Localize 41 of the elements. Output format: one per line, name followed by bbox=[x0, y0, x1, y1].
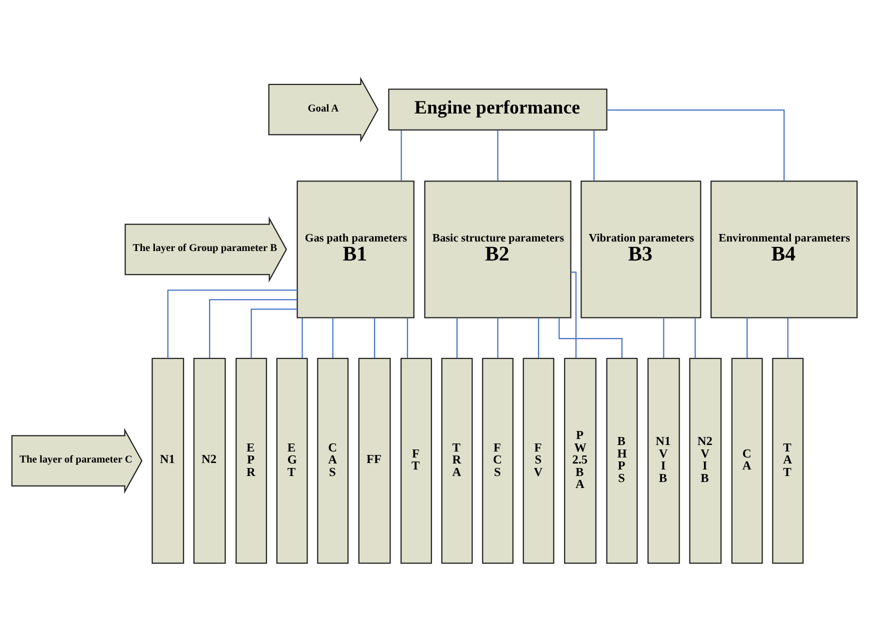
connector bbox=[538, 318, 540, 358]
connector bbox=[497, 130, 498, 181]
node-box: Gas path parameters B1 bbox=[296, 180, 414, 318]
node-box: C A S bbox=[317, 358, 349, 564]
node-box: F C S bbox=[482, 358, 514, 564]
node-box: N2 V I B bbox=[689, 358, 722, 564]
node-box: P W 2.5 B A bbox=[564, 358, 596, 564]
connector bbox=[406, 318, 408, 358]
node-box: T A T bbox=[772, 358, 804, 564]
node-box: Basic structure parameters B2 bbox=[424, 180, 572, 318]
node-box: E G T bbox=[276, 358, 308, 564]
connector bbox=[694, 318, 696, 358]
connector bbox=[250, 308, 298, 358]
node-box: F S V bbox=[522, 358, 554, 564]
node-box: C A bbox=[731, 358, 763, 564]
connector bbox=[746, 318, 748, 358]
connector bbox=[400, 130, 402, 181]
node-box: N2 bbox=[193, 358, 226, 564]
connector bbox=[332, 318, 334, 358]
connector bbox=[606, 110, 785, 181]
node-box: Vibration parameters B3 bbox=[580, 180, 702, 318]
connector bbox=[302, 318, 303, 358]
node-box: E P R bbox=[236, 358, 268, 564]
node-box: Engine performance bbox=[388, 88, 608, 131]
connector bbox=[209, 299, 298, 358]
node-box: N1 bbox=[152, 358, 184, 564]
node-box: FF bbox=[358, 358, 391, 564]
connector bbox=[167, 290, 298, 358]
connector bbox=[593, 130, 595, 181]
connector bbox=[558, 318, 623, 358]
node-box: N1 V I B bbox=[647, 358, 680, 564]
node-box: F T bbox=[400, 358, 432, 564]
node-box: T R A bbox=[441, 358, 473, 564]
connector bbox=[497, 318, 498, 358]
connector bbox=[570, 272, 577, 358]
node-box: Environmental parameters B4 bbox=[710, 180, 858, 318]
connector bbox=[374, 318, 376, 358]
connector bbox=[663, 318, 664, 358]
connector bbox=[787, 318, 788, 358]
connector bbox=[456, 318, 458, 358]
node-box: B H P S bbox=[606, 358, 638, 564]
